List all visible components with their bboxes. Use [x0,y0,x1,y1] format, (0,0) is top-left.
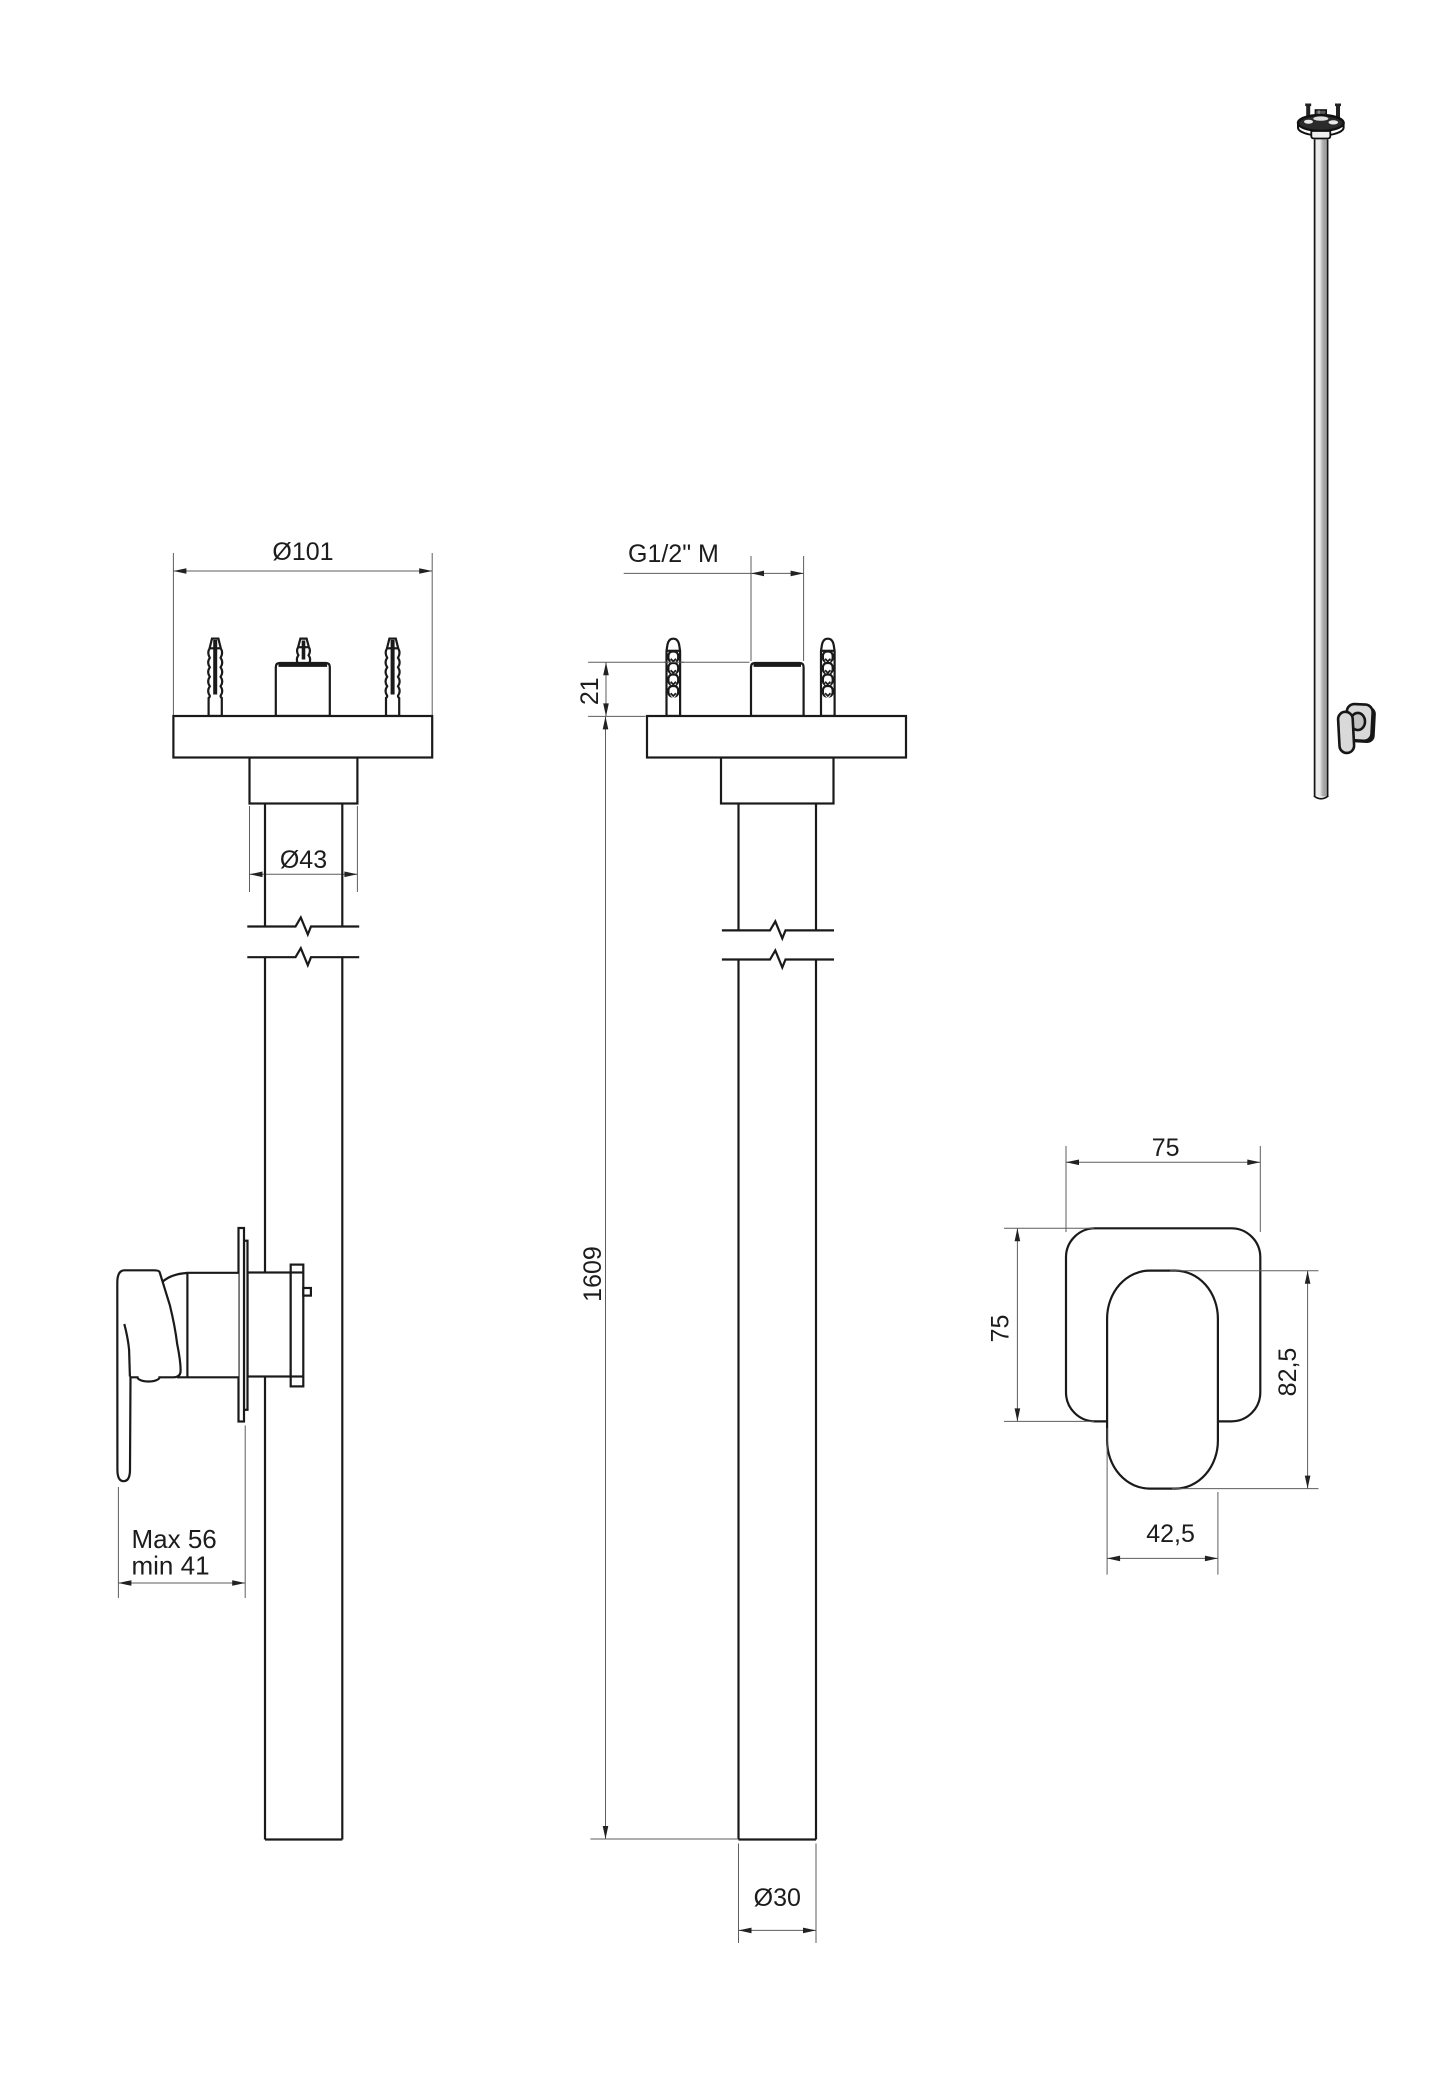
svg-text:Ø43: Ø43 [280,846,327,874]
svg-text:21: 21 [576,677,604,705]
svg-text:Ø30: Ø30 [754,1884,801,1912]
svg-text:82,5: 82,5 [1274,1348,1302,1397]
svg-text:42,5: 42,5 [1146,1520,1195,1548]
svg-text:Ø101: Ø101 [272,538,333,566]
svg-text:1609: 1609 [579,1246,607,1302]
svg-text:75: 75 [987,1315,1015,1343]
svg-text:75: 75 [1152,1134,1180,1162]
svg-text:G1/2" M: G1/2" M [628,540,719,568]
svg-text:min 41: min 41 [132,1551,210,1581]
svg-text:Max 56: Max 56 [132,1524,217,1554]
